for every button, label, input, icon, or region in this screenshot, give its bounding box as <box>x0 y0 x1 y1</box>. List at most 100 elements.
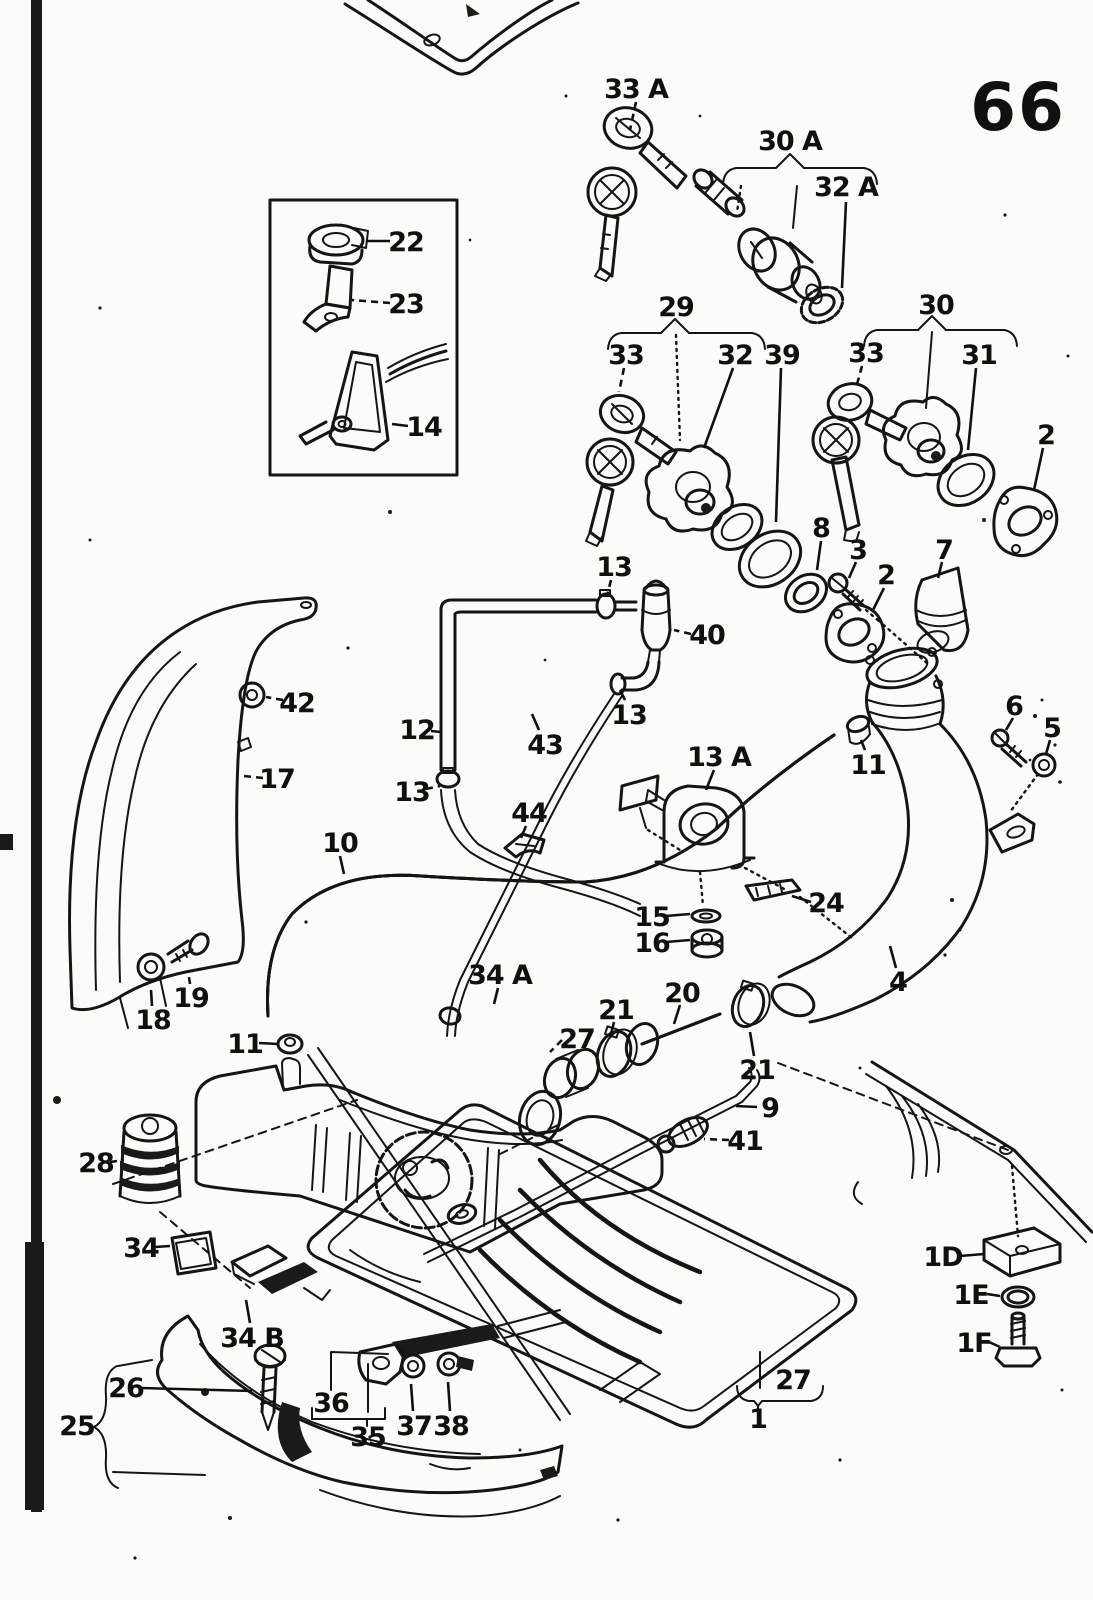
leader-1E <box>986 1292 1001 1298</box>
keys-33-left <box>585 393 678 547</box>
filler-shield-17 <box>68 596 318 1029</box>
part-label-29: 29 <box>658 292 694 323</box>
leader-41 <box>703 1137 730 1142</box>
vent-pipe-9 <box>423 1067 761 1263</box>
part-label-8: 8 <box>812 513 830 544</box>
leader-33A <box>628 101 638 131</box>
leader-21b <box>748 1031 756 1057</box>
leader-14 <box>391 422 409 428</box>
clips-34B <box>230 1244 331 1301</box>
filler-pipe-4 <box>770 646 1057 1024</box>
leader-12 <box>430 729 442 734</box>
leader-4 <box>888 945 898 969</box>
tank-tray-1 <box>306 1103 858 1429</box>
bolt-1F <box>994 1311 1042 1368</box>
nut-16 <box>690 928 724 959</box>
leader-42 <box>265 695 284 702</box>
part-label-42: 42 <box>279 688 315 719</box>
part-label-43: 43 <box>527 730 563 761</box>
part-label-14: 14 <box>406 412 442 443</box>
page-number: 66 <box>970 69 1066 146</box>
bracket-23 <box>302 264 354 333</box>
breather-housing-13A <box>618 774 788 959</box>
leader-10 <box>338 855 346 875</box>
part-label-5: 5 <box>1043 713 1061 744</box>
washer-5 <box>1031 752 1057 778</box>
bracket-1D <box>982 1226 1062 1278</box>
part-label-31: 31 <box>961 340 997 371</box>
plug-30A <box>692 168 746 218</box>
inset-box <box>268 198 459 477</box>
leader-32A <box>840 201 848 289</box>
leader-13c <box>425 784 441 791</box>
scan-edge-artifacts <box>0 0 61 1512</box>
bracket-35-range <box>311 1407 386 1427</box>
part-label-7: 7 <box>935 535 953 566</box>
group-brackets <box>607 153 1018 442</box>
part-label-2M: 2 <box>877 560 895 591</box>
keys-33A <box>586 106 688 282</box>
part-label-2R: 2 <box>1037 420 1055 451</box>
leader-44 <box>519 825 528 839</box>
part-label-33L: 33 <box>608 340 644 371</box>
leader-17 <box>243 774 264 780</box>
part-label-1E: 1E <box>953 1280 988 1311</box>
lower-guard-25 <box>156 1314 564 1518</box>
part-label-24: 24 <box>808 888 844 919</box>
part-label-28: 28 <box>78 1148 114 1179</box>
leader-5 <box>1044 739 1052 755</box>
part-label-38: 38 <box>433 1411 469 1442</box>
leader-39 <box>774 367 783 523</box>
screw-3 <box>827 572 882 624</box>
grommet-38 <box>436 1351 474 1377</box>
seal-rings-29 <box>710 502 828 614</box>
construction-lines <box>112 828 1009 1185</box>
leader-6 <box>1004 717 1015 731</box>
panel-corner-partial <box>343 0 580 76</box>
washer-18 <box>136 952 166 982</box>
cap-holder-22 <box>307 223 369 266</box>
part-label-35: 35 <box>350 1422 386 1453</box>
leader-8 <box>815 540 823 571</box>
leader-31 <box>966 367 978 451</box>
diagram-artwork <box>0 0 1093 1560</box>
leader-20 <box>672 1004 682 1025</box>
clamp-21-right <box>730 979 771 1029</box>
funnel-14 <box>298 343 449 452</box>
part-label-3: 3 <box>849 535 867 566</box>
flange-gasket-2-right <box>992 485 1059 558</box>
part-label-15: 15 <box>634 902 670 933</box>
leader-13a <box>605 579 613 597</box>
leader-19 <box>186 969 192 985</box>
part-label-30A: 30 A <box>758 126 823 157</box>
leader-1F <box>988 1340 1001 1349</box>
part-label-44: 44 <box>511 798 547 829</box>
part-label-41: 41 <box>727 1126 763 1157</box>
part-label-34: 34 <box>123 1233 159 1264</box>
leader-34B <box>244 1299 252 1324</box>
leader-13b <box>618 689 627 701</box>
rubber-buffer-28 <box>118 1113 251 1289</box>
part-label-27a: 27 <box>559 1024 595 1055</box>
grommet-37 <box>400 1353 426 1379</box>
tank-strap <box>307 1047 571 1421</box>
strap-bracket-on-pipe <box>988 812 1036 854</box>
sender-unit <box>374 1130 478 1230</box>
washer-15 <box>690 908 722 924</box>
leader-9 <box>735 1104 758 1109</box>
side-tray-partial <box>852 1060 1093 1368</box>
part-label-6: 6 <box>1005 691 1023 722</box>
leader-11R <box>859 739 867 751</box>
hose-27 <box>542 1047 601 1100</box>
leader-26 <box>140 1386 253 1393</box>
part-label-16: 16 <box>634 928 670 959</box>
vent-valve-41 <box>656 1116 709 1154</box>
leader-23 <box>351 298 391 305</box>
noise-specks <box>88 94 1070 1560</box>
keys-33-right <box>811 382 908 543</box>
breather-hose-10 <box>266 733 836 1018</box>
leader-13A <box>704 769 716 791</box>
part-label-11R: 11 <box>850 750 886 781</box>
locking-cap-31 <box>882 396 963 478</box>
part-label-20: 20 <box>664 978 700 1009</box>
